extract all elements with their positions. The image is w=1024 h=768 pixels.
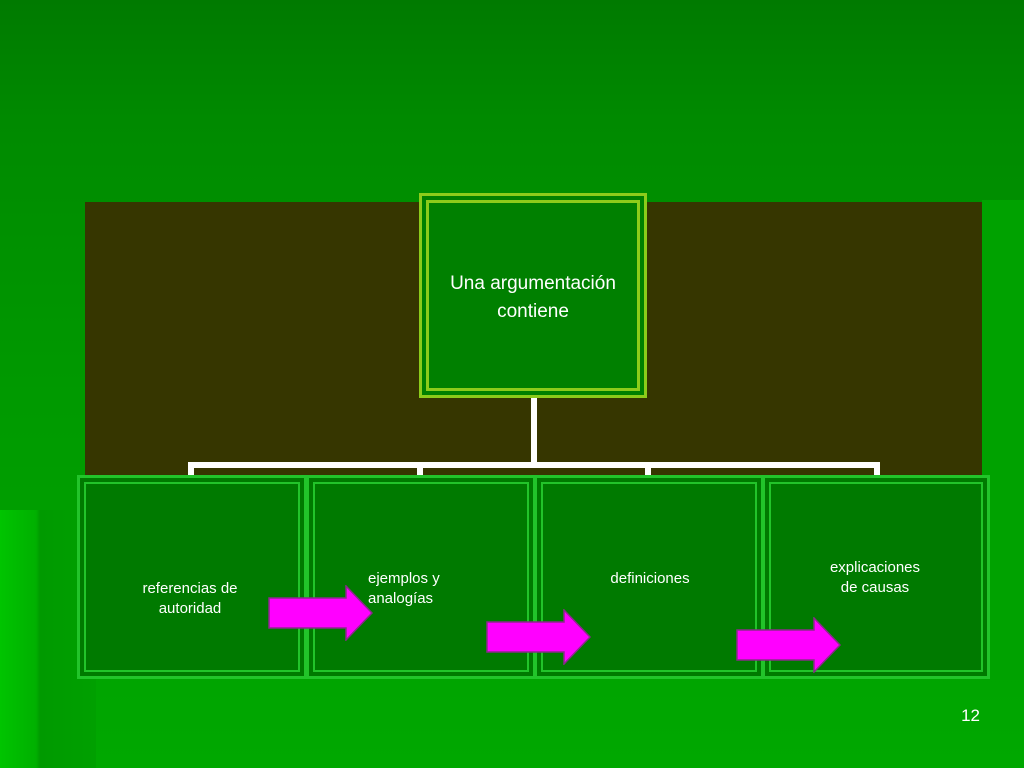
child-node-1 bbox=[77, 475, 307, 679]
connector-drop-3 bbox=[645, 462, 651, 478]
right-arrow-icon bbox=[736, 617, 842, 673]
connector-drop-2 bbox=[417, 462, 423, 478]
connector-root-stem bbox=[531, 398, 537, 462]
connector-drop-1 bbox=[188, 462, 194, 478]
child-node-3-label: definiciones bbox=[610, 570, 690, 587]
child-node-1-label: referencias de autoridad bbox=[142, 580, 238, 617]
right-arrow-icon bbox=[486, 609, 592, 665]
page-number: 12 bbox=[961, 706, 980, 725]
right-arrow-icon bbox=[268, 585, 374, 641]
root-node: Una argumentación contiene bbox=[419, 193, 647, 398]
child-node-3 bbox=[534, 475, 764, 679]
root-node-label: Una argumentación contiene bbox=[450, 273, 616, 322]
child-node-4-label: explicaciones de causas bbox=[829, 559, 921, 596]
connector-drop-4 bbox=[874, 462, 880, 478]
connector-horizontal-bar bbox=[188, 462, 880, 468]
child-node-2-label: ejemplos y analogías bbox=[368, 570, 440, 607]
